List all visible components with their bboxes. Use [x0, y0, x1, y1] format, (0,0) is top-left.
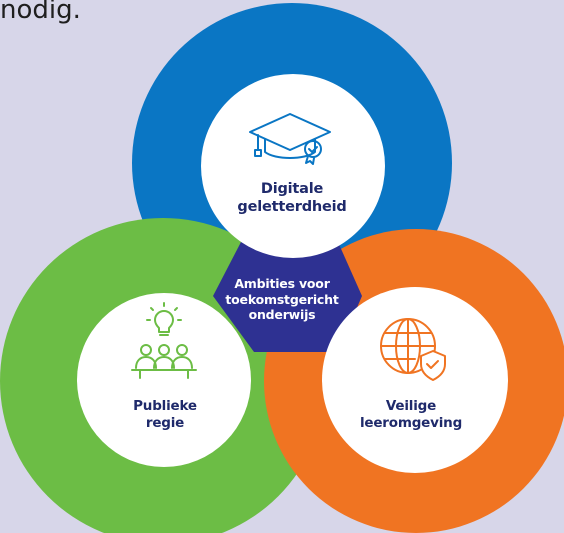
- label-publieke-regie: Publieke regie: [110, 398, 220, 432]
- label-publieke-line2: regie: [145, 414, 185, 431]
- label-veilige-leeromgeving: Veilige leeromgeving: [346, 398, 476, 432]
- inner-circle-veilige-leeromgeving: [322, 287, 508, 473]
- label-center-line3: onderwijs: [248, 307, 316, 323]
- inner-circle-digitale-geletterdheid: [201, 74, 385, 258]
- intro-text-fragment: nodig.: [0, 0, 81, 25]
- label-veilige-line1: Veilige: [385, 398, 437, 414]
- center-intersection: [213, 242, 362, 352]
- label-veilige-line2: leeromgeving: [359, 414, 463, 431]
- label-digitale-geletterdheid: Digitale geletterdheid: [232, 180, 352, 216]
- inner-circle-publieke-regie: [77, 293, 251, 467]
- label-digitale-line1: Digitale: [260, 181, 324, 197]
- label-center-line1: Ambities voor: [234, 276, 330, 291]
- label-digitale-line2: geletterdheid: [237, 199, 347, 216]
- label-publieke-line1: Publieke: [133, 398, 197, 414]
- label-center-ambities: Ambities voor toekomstgericht onderwijs: [222, 276, 342, 323]
- graduation-cap-icon: [249, 113, 331, 165]
- globe-shield-icon: [380, 318, 446, 381]
- people-lightbulb-icon: [131, 302, 197, 379]
- label-center-line2: toekomstgericht: [225, 291, 339, 307]
